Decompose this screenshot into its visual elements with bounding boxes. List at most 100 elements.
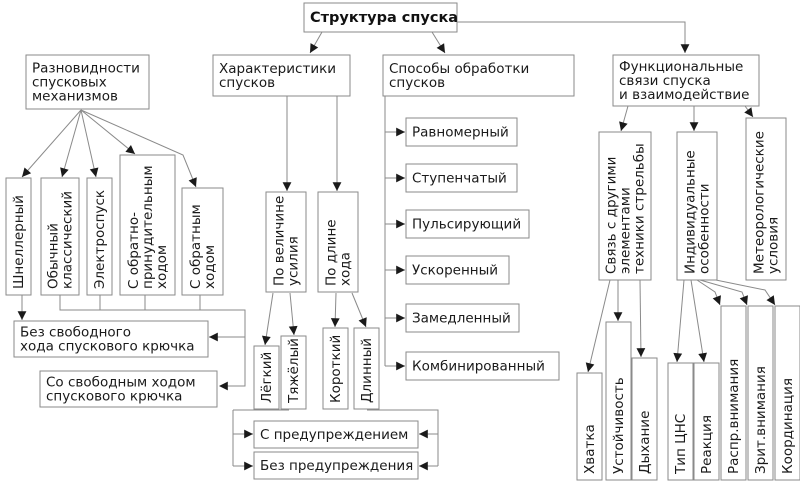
method-3-label: Ускоренный <box>412 263 498 279</box>
variety-4-label: ходом <box>202 245 218 289</box>
edge-char-0-head <box>282 182 292 191</box>
category-methods-label: спусков <box>389 75 445 91</box>
warning-with: С предупреждением <box>253 420 419 449</box>
category-methods-label: Способы обработки <box>389 61 529 77</box>
edge-ind-visual-head <box>739 295 748 305</box>
category-characteristics-label: Характеристики <box>219 61 336 77</box>
method-2-frame <box>405 209 530 239</box>
characteristic-child-0: Лёгкий <box>253 345 280 410</box>
characteristic-child-0-label: Лёгкий <box>259 352 275 403</box>
category-varieties-frame <box>25 54 150 110</box>
edge-method-4-head <box>396 313 405 323</box>
method-1-label: Ступенчатый <box>412 171 507 187</box>
characteristic-child-2: Короткий <box>322 327 349 410</box>
edge-group-bus <box>59 295 246 387</box>
edge-effort-light-head <box>261 335 271 345</box>
edge-method-2-head <box>396 219 405 229</box>
variety-2: Электроспуск <box>86 177 113 296</box>
functional-child-5-frame <box>720 305 747 481</box>
group-no-free-travel-label: хода спускового крючка <box>20 339 195 355</box>
edge-ind-distr-head <box>712 295 721 305</box>
functional-child-0: Хватка <box>576 372 603 481</box>
edge-func-0-head <box>619 121 628 131</box>
edge-ind-cns-line <box>676 279 685 363</box>
variety-1-label: Обычный <box>46 223 62 289</box>
functional-child-5-label: Распр.внимания <box>726 359 742 474</box>
edge-varieties-0-head <box>22 167 32 177</box>
method-3: Ускоренный <box>405 255 510 285</box>
edge-ind-visual-line <box>699 279 748 306</box>
characteristic-1-frame <box>317 191 359 293</box>
variety-0-label: Шнеллерный <box>11 195 27 289</box>
characteristic-child-3-frame <box>353 327 380 410</box>
edge-schneller-group-head <box>17 311 27 320</box>
edge-method-5-head <box>396 361 405 371</box>
functional-0-label: Связь с другими <box>604 157 620 274</box>
functional-child-5: Распр.внимания <box>720 305 747 481</box>
functional-child-2-frame <box>631 357 658 481</box>
warning-without: Без предупреждения <box>253 451 419 480</box>
group-free-travel-frame <box>39 370 218 408</box>
functional-child-1-frame <box>605 321 632 481</box>
characteristic-child-1-frame <box>280 335 307 410</box>
warning-with-label: С предупреждением <box>260 427 408 443</box>
characteristic-0-frame <box>265 191 307 293</box>
group-no-free-travel-label: Без свободного <box>20 325 131 341</box>
edge-varieties-1-head <box>60 167 69 177</box>
variety-2-frame <box>86 177 113 296</box>
characteristic-1-label: хода <box>338 252 354 286</box>
functional-2-label: Метеорологические <box>752 131 768 274</box>
category-characteristics-label: спусков <box>219 75 275 91</box>
method-1: Ступенчатый <box>405 163 518 193</box>
method-1-frame <box>405 163 518 193</box>
edge-varieties-3-head <box>125 145 135 154</box>
edge-func-2-head <box>744 107 753 117</box>
edge-method-1-head <box>396 173 405 183</box>
functional-child-7: Координация <box>774 305 800 481</box>
edge-link-grip-line <box>587 279 611 373</box>
edge-group-to-free-head <box>219 381 228 391</box>
edge-effort-heavy-head <box>288 325 298 335</box>
root-title-box-frame <box>303 2 458 33</box>
group-no-free-travel-frame <box>13 320 209 358</box>
characteristic-child-1: Тяжёлый <box>280 335 307 410</box>
functional-child-0-label: Хватка <box>582 424 598 474</box>
edge-method-3-head <box>396 265 405 275</box>
variety-0: Шнеллерный <box>5 177 32 296</box>
functional-0-frame <box>598 131 652 281</box>
variety-3-frame <box>119 154 176 296</box>
functional-child-7-frame <box>774 305 800 481</box>
variety-4-frame <box>181 187 224 296</box>
functional-child-4-label: Реакция <box>699 415 715 474</box>
variety-3-label: ходом <box>154 245 170 289</box>
variety-2-label: Электроспуск <box>92 190 108 289</box>
edge-varieties-0-line <box>21 109 82 178</box>
group-free-travel-label: спускового крючка <box>46 389 182 405</box>
edge-varieties-4-head <box>188 177 197 187</box>
edge-warning-l2-head <box>244 461 253 471</box>
edge-ind-reaction-line <box>690 279 705 363</box>
method-4: Замедленный <box>405 303 520 333</box>
edge-varieties-2-head <box>89 167 99 177</box>
characteristic-child-3: Длинный <box>353 327 380 410</box>
functional-1-label: Индивидуальные <box>683 150 699 274</box>
functional-1-label: особенности <box>697 183 713 274</box>
edge-link-breathing-head <box>636 348 646 357</box>
method-4-frame <box>405 303 520 333</box>
edge-link-stability-head <box>613 312 623 321</box>
edge-length-short-head <box>330 318 340 327</box>
characteristic-child-2-label: Короткий <box>328 335 344 403</box>
functional-child-3: Тип ЦНС <box>667 362 694 481</box>
variety-4-label: С обратным <box>188 204 204 289</box>
functional-child-6: Зрит.внимания <box>747 305 774 481</box>
edge-varieties-4-line <box>80 109 197 188</box>
